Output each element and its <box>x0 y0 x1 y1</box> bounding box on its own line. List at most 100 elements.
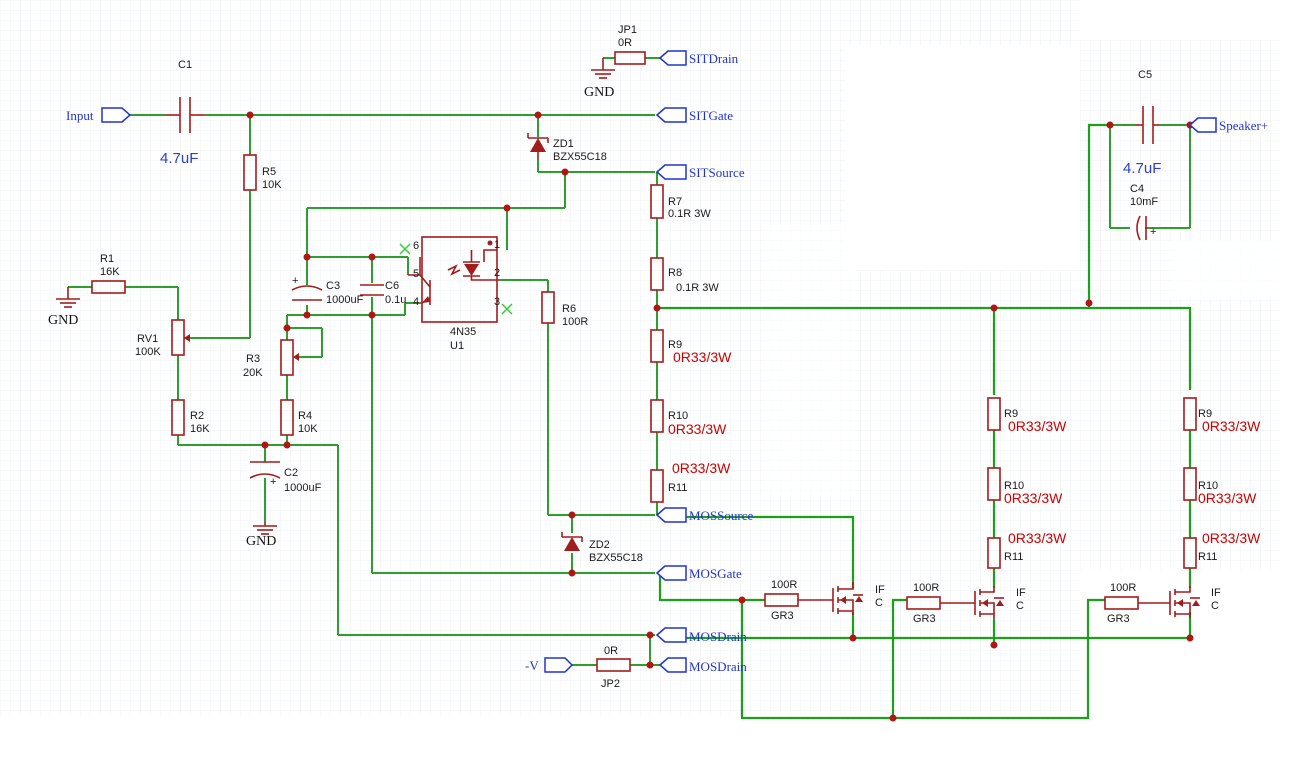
c4-ref: C4 <box>1130 183 1144 195</box>
no-connect-marks <box>399 243 513 315</box>
jp2-ref: JP2 <box>601 678 620 690</box>
r11a-ref: R11 <box>668 482 687 494</box>
gnd-symbol-c2: GND <box>246 522 277 549</box>
c2-plus: + <box>270 476 276 488</box>
port-mos-drain-b[interactable]: MOSDrain <box>658 657 747 674</box>
gr3b-ref: GR3 <box>913 613 936 625</box>
mosfet-c-ref: IF <box>1211 587 1221 599</box>
capacitor-c4[interactable]: + C4 10mF <box>1130 183 1158 241</box>
jp2-value: 0R <box>604 645 618 657</box>
resistor-r11-c[interactable]: 0R33/3W R11 <box>1183 530 1261 569</box>
resistor-r11-a[interactable]: 0R33/3W R11 <box>650 460 731 503</box>
r1-value: 16K <box>100 266 120 278</box>
wires <box>68 57 1191 666</box>
gr3c-value: 100R <box>1110 582 1136 594</box>
jp1-value: 0R <box>618 37 632 49</box>
potentiometer-r3[interactable]: R3 20K <box>243 339 299 379</box>
port-mos-drain-a[interactable]: MOSDrain <box>655 627 747 644</box>
jumper-jp2[interactable]: 0R JP2 <box>596 645 631 690</box>
mosfet-q-b[interactable]: IF C <box>974 586 1026 620</box>
potentiometer-rv1[interactable]: RV1 100K <box>135 319 190 358</box>
port-neg-v[interactable]: -V <box>525 657 574 673</box>
r6-ref: R6 <box>562 303 576 315</box>
r5-ref: R5 <box>262 166 276 178</box>
r8-value: 0.1R 3W <box>676 282 719 294</box>
mosfet-q-a[interactable]: IF C <box>832 582 885 615</box>
mosfet-q-c[interactable]: IF C <box>1169 586 1221 618</box>
r4-value: 10K <box>298 423 318 435</box>
r9b-ref: R9 <box>1004 408 1018 420</box>
port-speaker[interactable]: Speaker+ <box>1188 117 1268 133</box>
r10a-value: 0R33/3W <box>668 421 727 437</box>
r10b-ref: R10 <box>1004 480 1024 492</box>
zener-zd2[interactable]: ZD2 BZX55C18 <box>561 532 643 564</box>
r11b-ref: R11 <box>1004 551 1023 563</box>
r9b-value: 0R33/3W <box>1008 418 1067 434</box>
c2-ref: C2 <box>284 467 298 479</box>
r2-value: 16K <box>190 423 210 435</box>
r10c-value: 0R33/3W <box>1198 490 1257 506</box>
resistor-r10-c[interactable]: R10 0R33/3W <box>1183 467 1257 506</box>
r6-value: 100R <box>562 316 588 328</box>
port-input-label: Input <box>66 108 94 123</box>
capacitor-c2[interactable]: + C2 1000uF <box>249 461 322 494</box>
optocoupler-u1[interactable]: 1 2 3 4 5 6 4N35 U1 <box>408 236 500 352</box>
resistor-r1[interactable]: R1 16K <box>91 253 126 294</box>
gr3b-value: 100R <box>913 582 939 594</box>
c5-ref: C5 <box>1138 69 1152 81</box>
resistor-r6[interactable]: R6 100R <box>541 291 588 328</box>
resistor-r8[interactable]: R8 0.1R 3W <box>650 257 719 294</box>
port-mos-drain-b-label: MOSDrain <box>689 659 747 674</box>
r10a-ref: R10 <box>668 410 688 422</box>
mosfet-a-ref: IF <box>875 584 885 596</box>
resistor-r5[interactable]: R5 10K <box>243 154 282 191</box>
c3-value: 1000uF <box>326 294 364 306</box>
r7-value: 0.1R 3W <box>668 208 711 220</box>
resistor-r9-b[interactable]: R9 0R33/3W <box>987 397 1067 434</box>
resistor-gr3-a[interactable]: 100R GR3 <box>764 579 833 622</box>
c1-value: 4.7uF <box>160 150 198 167</box>
gr3a-value: 100R <box>771 579 797 591</box>
resistor-gr3-c[interactable]: 100R GR3 <box>1104 582 1170 625</box>
r11b-value: 0R33/3W <box>1008 530 1067 546</box>
jumper-jp1[interactable]: JP1 0R <box>614 24 646 65</box>
capacitor-c1[interactable]: C1 4.7uF <box>160 59 205 167</box>
port-mos-source[interactable]: MOSSource <box>655 507 754 523</box>
mosfet-c-sub: C <box>1211 600 1219 612</box>
resistor-r10-a[interactable]: R10 0R33/3W <box>650 399 727 437</box>
r7-ref: R7 <box>668 196 682 208</box>
c3-plus: + <box>292 275 298 287</box>
r1-ref: R1 <box>100 253 114 265</box>
capacitor-c5[interactable]: C5 4.7uF <box>1123 69 1161 177</box>
resistor-r9-a[interactable]: R9 0R33/3W <box>650 329 732 365</box>
zener-zd1[interactable]: ZD1 BZX55C18 <box>527 133 607 163</box>
u1-ref: U1 <box>450 340 464 352</box>
r9a-ref: R9 <box>668 339 682 351</box>
resistor-r2[interactable]: R2 16K <box>171 399 210 436</box>
c6-ref: C6 <box>385 280 399 292</box>
blank-patch-1 <box>845 45 1080 270</box>
c6-value: 0.1u <box>385 294 406 306</box>
u1-pin1: 1 <box>494 239 500 251</box>
rv1-ref: RV1 <box>137 333 158 345</box>
port-sit-gate[interactable]: SITGate <box>655 107 733 123</box>
capacitor-c6[interactable]: C6 0.1u <box>360 280 406 306</box>
port-sit-drain[interactable]: SITDrain <box>658 50 739 66</box>
port-sit-source[interactable]: SITSource <box>655 164 745 180</box>
resistor-r9-c[interactable]: R9 0R33/3W <box>1183 397 1261 434</box>
gnd-label-3: GND <box>246 534 276 549</box>
resistor-r7[interactable]: R7 0.1R 3W <box>650 184 711 220</box>
port-mos-gate[interactable]: MOSGate <box>655 565 742 581</box>
resistor-r10-b[interactable]: R10 0R33/3W <box>987 467 1063 506</box>
zd1-value: BZX55C18 <box>553 151 607 163</box>
resistor-r11-b[interactable]: 0R33/3W R11 <box>987 530 1067 569</box>
r9a-value: 0R33/3W <box>673 349 732 365</box>
gr3a-ref: GR3 <box>771 610 794 622</box>
gr3c-ref: GR3 <box>1107 613 1130 625</box>
r10b-value: 0R33/3W <box>1004 490 1063 506</box>
zd2-value: BZX55C18 <box>589 552 643 564</box>
capacitor-c3[interactable]: + C3 1000uF <box>291 275 364 306</box>
resistor-gr3-b[interactable]: 100R GR3 <box>906 582 975 625</box>
port-input[interactable]: Input <box>66 107 132 123</box>
resistor-r4[interactable]: R4 10K <box>280 399 318 436</box>
